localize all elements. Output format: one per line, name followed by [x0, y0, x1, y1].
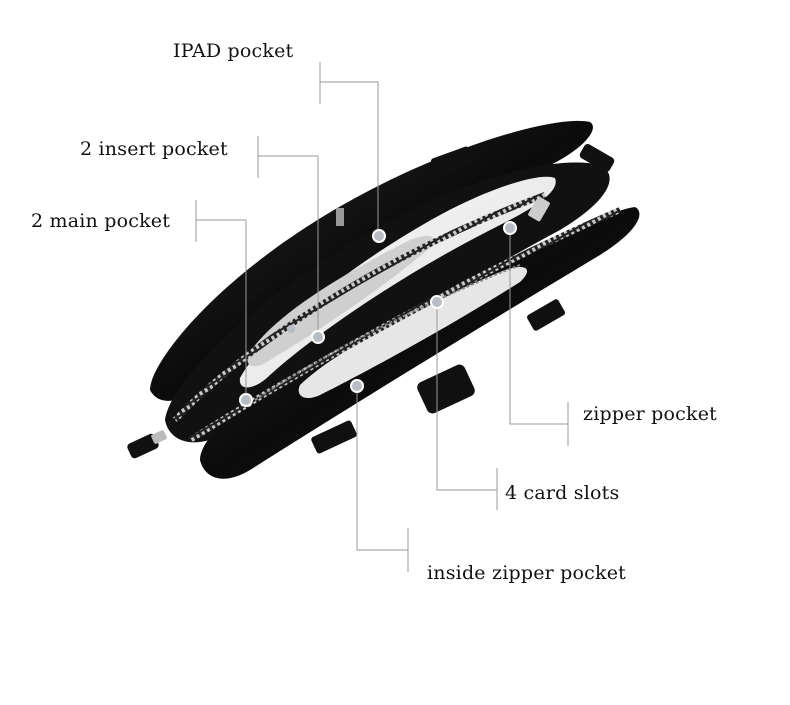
leader-inside	[356, 386, 408, 551]
bag-body	[127, 120, 640, 479]
callout-card-slots: 4 card slots	[505, 482, 620, 504]
zipper-pull-right	[528, 144, 615, 222]
leader-card	[436, 302, 497, 491]
handle-tab-bottom	[311, 420, 357, 454]
marker-inside	[350, 379, 364, 393]
marker-ipad	[372, 229, 386, 243]
main-zipper	[172, 192, 547, 423]
marker-main	[239, 393, 253, 407]
main-compartment	[165, 162, 610, 443]
handle-front	[417, 364, 475, 414]
marker-dots	[239, 221, 517, 407]
leader-insert	[258, 155, 319, 336]
callout-main-pocket: 2 main pocket	[31, 210, 171, 232]
callout-inside-zipper-pocket: inside zipper pocket	[427, 562, 627, 584]
marker-zip	[503, 221, 517, 235]
marker-card	[430, 295, 444, 309]
callout-insert-pocket: 2 insert pocket	[80, 138, 228, 160]
leader-zip	[509, 228, 568, 425]
buckle	[336, 208, 344, 226]
marker-insert	[311, 330, 325, 344]
zipper-pull-left	[127, 430, 167, 459]
marker-insert-2	[287, 325, 295, 333]
card-slot-area	[298, 267, 528, 399]
leader-ipad	[320, 81, 379, 236]
callout-ipad-pocket: IPAD pocket	[173, 40, 294, 62]
front-panel	[200, 207, 640, 479]
leader-main	[196, 219, 247, 400]
callout-zipper-pocket: zipper pocket	[583, 403, 718, 425]
front-zipper	[188, 207, 622, 443]
leader-lines	[195, 62, 569, 572]
handle-tab-top	[430, 146, 474, 176]
inside-zipper	[254, 264, 521, 401]
handle-tab-right	[527, 299, 565, 331]
